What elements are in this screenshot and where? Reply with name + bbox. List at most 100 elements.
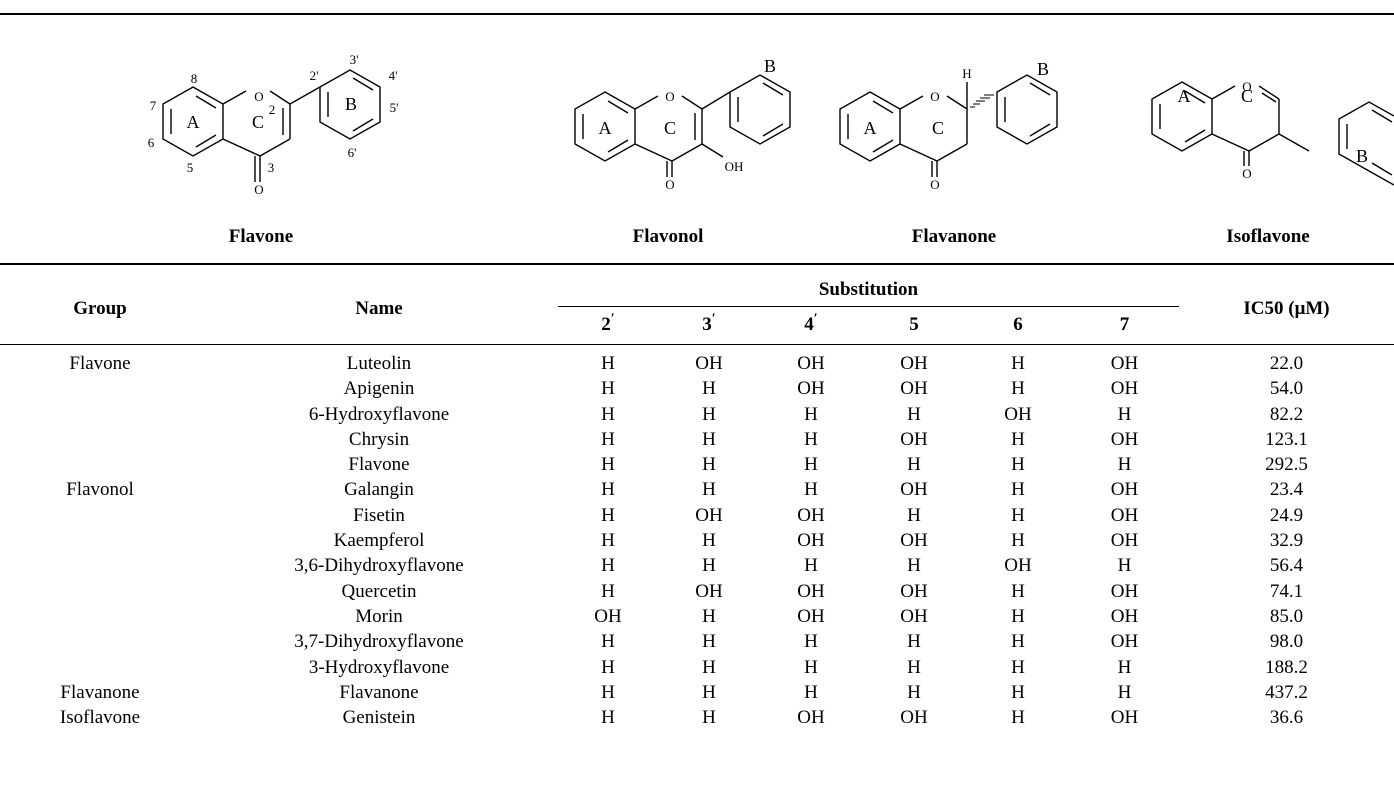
cell-substitution: OH [1110,504,1139,526]
cell-substitution: H [1117,681,1132,703]
flavone-position-3: 3 [268,160,275,175]
flavonol-structure [574,74,791,177]
cell-substitution: H [601,479,615,501]
cell-substitution: H [804,454,818,476]
flavonol-ring-c-label: C [664,118,676,138]
cell-substitution: H [907,504,921,526]
cell-substitution: OH [695,353,723,374]
cell-substitution: OH [900,353,928,374]
flavonol-hydroxyl: OH [725,159,744,174]
cell-ic50: 85.0 [1269,605,1304,627]
flavone-ring-c-label: C [252,112,264,132]
cell-name: 6-Hydroxyflavone [308,403,450,425]
cell-ic50: 36.6 [1269,707,1304,729]
cell-substitution: OH [797,353,825,374]
isoflavone-ring-c-label: C [1241,86,1253,106]
cell-substitution: H [804,555,818,577]
cell-substitution: OH [900,580,928,602]
flavanone-oxygen: O [930,89,939,104]
cell-substitution: H [601,656,615,678]
cell-substitution: H [907,555,921,577]
flavone-position-5-prime: 5' [390,100,399,115]
cell-name: Morin [355,605,403,627]
cell-group [0,655,200,680]
cell-substitution: OH [900,428,928,450]
flavone-position-2-prime: 2' [310,68,319,83]
cell-substitution: H [702,656,716,678]
cell-name: Quercetin [341,580,417,602]
structures-bottom-rule [0,263,1394,265]
cell-substitution: H [804,681,818,703]
cell-substitution: OH [797,504,825,526]
cell-name: 3-Hydroxyflavone [308,656,450,678]
cell-substitution: H [907,656,921,678]
cell-ic50: 98.0 [1269,631,1304,653]
cell-substitution: H [1011,504,1025,526]
cell-substitution: H [907,681,921,703]
structure-name-flavone: Flavone [228,226,294,247]
cell-substitution: H [1117,656,1132,678]
cell-ic50: 292.5 [1265,454,1308,476]
cell-substitution: H [804,428,818,450]
flavonol-ring-a-label: A [599,118,612,138]
isoflavone-ring-b-label: B [1356,146,1368,166]
cell-ic50: 22.0 [1269,353,1304,374]
cell-substitution: OH [900,479,928,501]
header-ic50: IC50 (μM) [1243,298,1330,319]
cell-group [0,427,200,452]
flavonol-oxygen: O [665,89,674,104]
flavonol-carbonyl-oxygen: O [665,177,674,192]
header-position-4-prime: 4′ [804,311,818,336]
cell-group: Flavanone [60,681,140,703]
cell-ic50: 82.2 [1269,403,1304,425]
header-name: Name [355,298,403,319]
cell-substitution: OH [1110,353,1139,374]
cell-name: Luteolin [346,353,412,374]
cell-substitution: H [702,631,716,653]
cell-substitution: OH [1110,631,1139,653]
cell-substitution: H [1011,707,1025,729]
flavone-position-3-prime: 3' [350,52,359,67]
cell-ic50: 437.2 [1265,681,1308,703]
cell-substitution: OH [797,707,825,729]
cell-group [0,528,200,553]
header-position-6: 6 [1013,314,1023,336]
cell-substitution: H [702,403,716,425]
cell-substitution: OH [900,378,928,400]
cell-substitution: H [1011,454,1025,476]
isoflavone-ring-a-label: A [1178,86,1191,106]
cell-substitution: H [601,378,615,400]
cell-substitution: OH [900,605,928,627]
cell-substitution: H [1011,580,1025,602]
isoflavone-structure [1151,81,1394,186]
cell-substitution: H [702,378,716,400]
header-position-5: 5 [909,314,919,336]
cell-substitution: H [601,631,615,653]
cell-substitution: OH [900,707,928,729]
structures-figure: A C B A C B A C B A C B O O O O OH O O H… [148,52,1394,197]
cell-substitution: H [702,530,716,552]
cell-group [0,503,200,528]
cell-ic50: 54.0 [1269,378,1304,400]
cell-group [0,553,200,578]
cell-substitution: H [1011,605,1025,627]
structure-name-flavanone: Flavanone [911,226,997,247]
cell-substitution: H [702,428,716,450]
flavone-structure [162,69,381,182]
cell-name: Flavanone [339,681,419,703]
cell-name: Flavone [348,454,410,476]
flavanone-carbonyl-oxygen: O [930,177,939,192]
cell-substitution: H [1011,530,1025,552]
cell-substitution: H [1011,631,1025,653]
cell-substitution: H [1011,681,1025,703]
cell-substitution: H [601,454,615,476]
